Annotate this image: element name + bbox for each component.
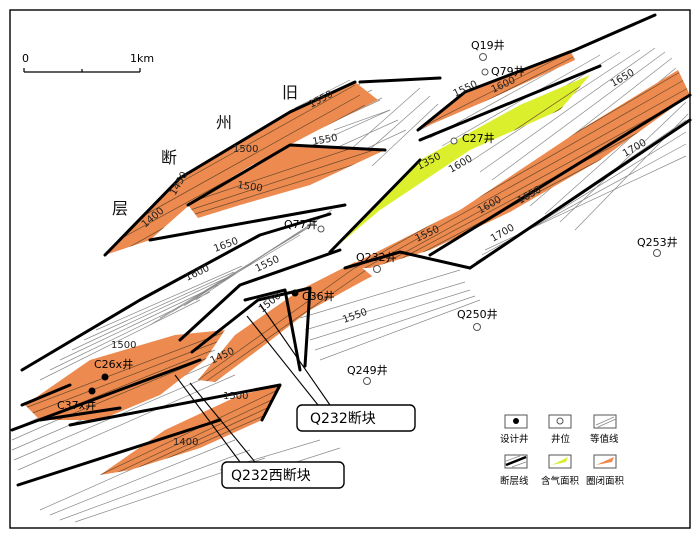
contour-label: 1500 bbox=[223, 391, 248, 402]
legend-fault-line: 断层线 bbox=[500, 475, 529, 487]
well-label-c37x: C37x井 bbox=[57, 398, 96, 412]
legend-well-location: 井位 bbox=[551, 433, 571, 445]
well-label-q19: Q19井 bbox=[471, 38, 505, 52]
contour-label: 1550 bbox=[312, 133, 339, 148]
scale-end-label: 1km bbox=[130, 52, 154, 65]
jiuzhou-fault bbox=[103, 80, 357, 257]
contour-label: 1500 bbox=[237, 180, 264, 194]
well-label-q232: Q232井 bbox=[356, 250, 397, 264]
scale-bar: 0 1km bbox=[22, 52, 154, 73]
design-well-marker bbox=[88, 387, 96, 395]
fault-lines bbox=[10, 13, 692, 487]
well-marker bbox=[363, 377, 371, 385]
fault-name-char-1: 旧 bbox=[282, 83, 298, 102]
map-frame bbox=[9, 9, 691, 529]
contour-label: 1400 bbox=[173, 437, 198, 448]
callout-q232-west-block: Q232西断块 bbox=[174, 374, 345, 489]
well-marker bbox=[373, 265, 381, 273]
well-label-q249: Q249井 bbox=[347, 363, 388, 377]
callout-q232-block-text: Q232断块 bbox=[310, 411, 376, 427]
fault-name-char-4: 层 bbox=[112, 199, 128, 218]
callout-q232-block: Q232断块 bbox=[246, 303, 416, 432]
scale-start-label: 0 bbox=[22, 52, 29, 65]
gas-area-c27 bbox=[330, 75, 590, 252]
trap-area-north-central bbox=[188, 145, 385, 218]
legend-contour-line: 等值线 bbox=[590, 433, 619, 445]
well-label-c26x: C26x井 bbox=[94, 357, 133, 371]
legend-trap-area: 圈闭面积 bbox=[586, 475, 625, 487]
well-marker bbox=[481, 68, 489, 76]
wells: Q19井 Q79井 C27井 Q77井 Q232井 Q253井 C36井 Q25… bbox=[57, 38, 678, 412]
trap-area-q79 bbox=[418, 50, 575, 130]
design-well-marker bbox=[101, 373, 109, 381]
fault-name-char-2: 州 bbox=[216, 113, 232, 132]
fault-name-char-3: 断 bbox=[161, 148, 177, 167]
well-label-q79: Q79井 bbox=[491, 64, 525, 78]
well-label-c27: C27井 bbox=[462, 131, 495, 145]
legend-gas-area: 含气面积 bbox=[541, 475, 580, 487]
well-label-q253: Q253井 bbox=[637, 235, 678, 249]
contour-label: 1600 bbox=[184, 263, 212, 284]
legend-design-well: 设计井 bbox=[500, 433, 529, 445]
legend: 设计井 井位 等值线 断层线 含气面积 圈闭面积 bbox=[500, 414, 625, 487]
trap-area-q232 bbox=[345, 70, 690, 268]
callout-q232-west-text: Q232西断块 bbox=[231, 468, 311, 484]
contour-label: 1500 bbox=[111, 340, 136, 351]
fault-name: 旧 州 断 层 bbox=[112, 83, 298, 218]
design-well-marker bbox=[291, 289, 299, 297]
well-marker bbox=[479, 53, 487, 61]
trap-area-c36 bbox=[198, 262, 372, 382]
trap-area-northwest bbox=[105, 82, 378, 255]
well-label-c36: C36井 bbox=[302, 289, 335, 303]
well-marker bbox=[317, 225, 325, 233]
well-label-q77: Q77井 bbox=[284, 217, 318, 231]
well-marker bbox=[473, 323, 481, 331]
well-marker bbox=[653, 249, 661, 257]
contour-label: 1500 bbox=[233, 144, 258, 155]
well-marker bbox=[450, 137, 458, 145]
well-label-q250: Q250井 bbox=[457, 307, 498, 321]
trap-areas bbox=[25, 50, 690, 475]
trap-area-c26x bbox=[25, 330, 225, 420]
